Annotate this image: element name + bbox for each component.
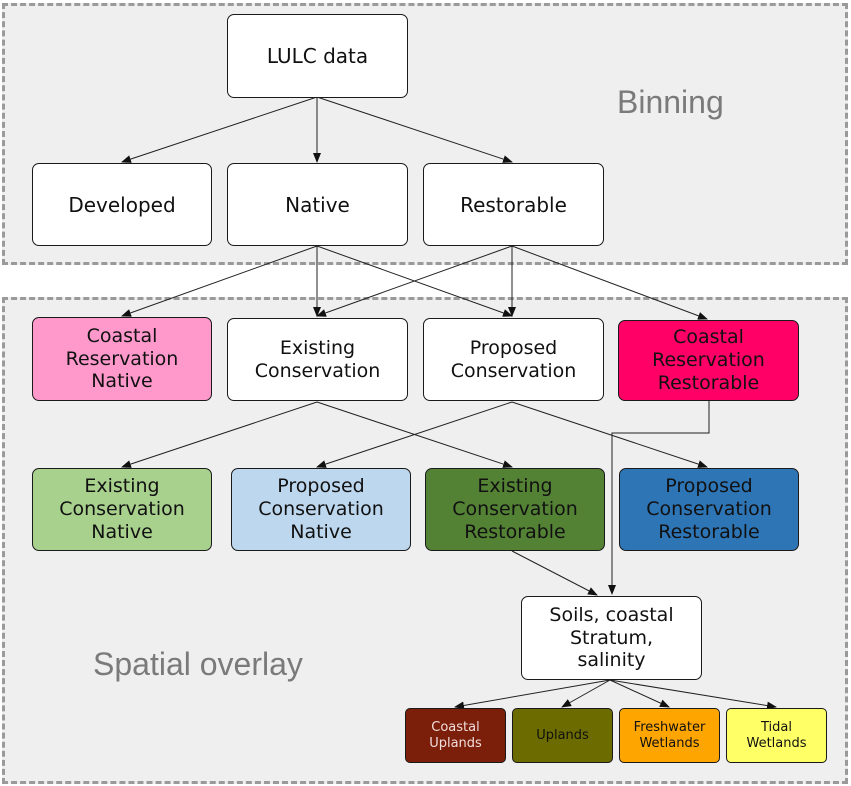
node-existing-conservation-native: Existing Conservation Native <box>32 468 212 551</box>
edge-restorable-existing-cons <box>316 245 513 317</box>
node-soils-coastal-stratum-salinity: Soils, coastal Stratum, salinity <box>521 596 702 680</box>
node-coastal-reservation-restorable: Coastal Reservation Restorable <box>618 320 799 401</box>
node-uplands: Uplands <box>512 708 613 763</box>
node-existing-conservation: Existing Conservation <box>227 318 408 401</box>
node-coastal-reservation-native: Coastal Reservation Native <box>32 317 212 401</box>
node-existing-conservation-restorable: Existing Conservation Restorable <box>425 468 605 551</box>
node-lulc-data: LULC data <box>227 14 408 98</box>
edge-soils-coastal-uplands <box>454 679 611 710</box>
edge-proposed-cons-proposed-native <box>316 401 513 468</box>
edge-lulc-restorable <box>316 96 513 163</box>
binning-label: Binning <box>617 84 724 120</box>
edge-existing-restorable-soils <box>511 550 598 596</box>
edge-restorable-coastal-res-restorable <box>511 245 708 320</box>
node-tidal-wetlands: Tidal Wetlands <box>726 708 827 763</box>
edge-coastal-res-restorable-soils <box>608 400 710 595</box>
edge-soils-tidal-wetlands <box>609 679 777 710</box>
node-proposed-conservation: Proposed Conservation <box>423 318 604 401</box>
edge-proposed-cons-proposed-restorable <box>511 401 708 468</box>
node-restorable: Restorable <box>423 163 604 246</box>
node-freshwater-wetlands: Freshwater Wetlands <box>619 708 720 763</box>
edge-soils-uplands <box>561 679 611 708</box>
edge-soils-freshwater-wetlands <box>609 679 670 708</box>
spatial-overlay-label: Spatial overlay <box>93 646 303 682</box>
edge-lulc-developed <box>121 96 318 163</box>
node-proposed-conservation-restorable: Proposed Conservation Restorable <box>619 468 799 551</box>
node-coastal-uplands: Coastal Uplands <box>405 708 506 763</box>
node-proposed-conservation-native: Proposed Conservation Native <box>231 468 411 551</box>
node-native: Native <box>227 163 408 246</box>
edge-existing-cons-existing-native <box>121 401 318 468</box>
node-developed: Developed <box>32 163 212 246</box>
edge-native-coastal-res-native <box>121 245 318 317</box>
